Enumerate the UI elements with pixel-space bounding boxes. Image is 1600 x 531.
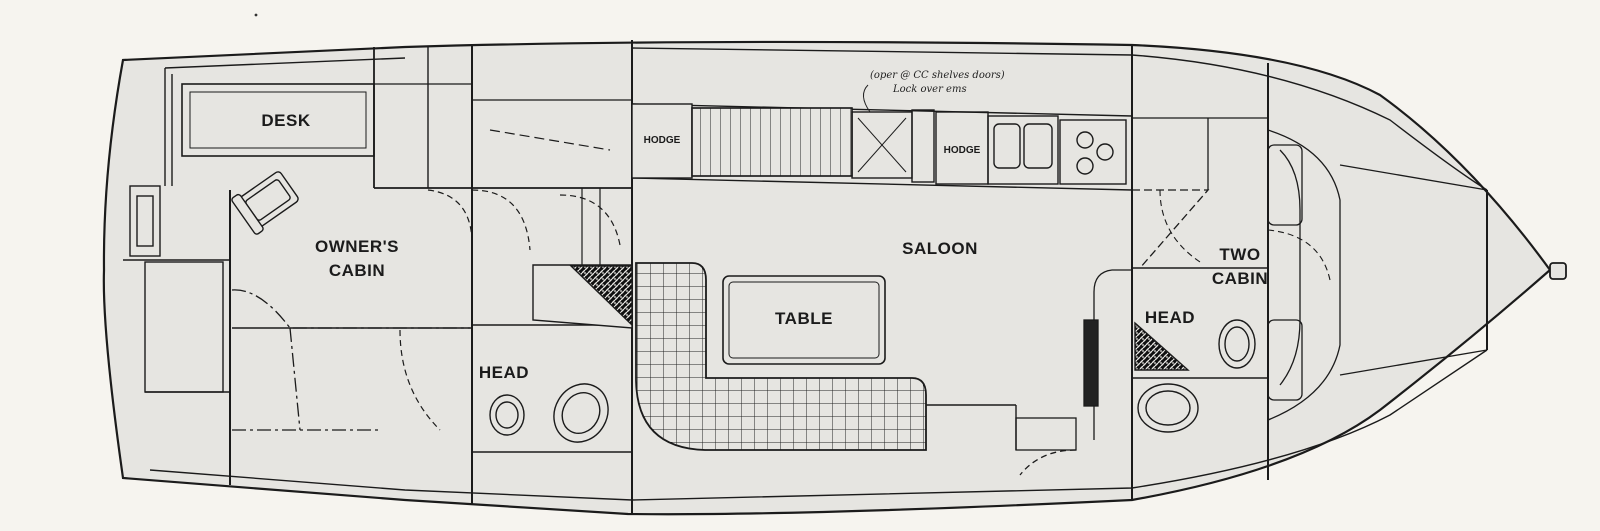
two-cabin-label-line1: TWO [1219,245,1260,264]
saloon-table: TABLE [722,275,886,365]
forward-saloon-fittings [1019,269,1132,476]
forward-cabin-fittings [1132,117,1341,421]
owners-cabin-label-line2: CABIN [329,261,385,280]
desk: DESK [181,83,375,157]
forward-head [1132,267,1268,433]
head-aft-label: HEAD [479,363,529,382]
hodge-label-galley: HODGE [944,145,981,156]
annotation-line1: (oper @ CC shelves doors) [870,70,1005,81]
saloon-label: SALOON [902,239,978,258]
saloon-settee [635,262,927,451]
aft-head [472,264,633,453]
desk-label: DESK [261,111,310,130]
bow-fitting [1549,262,1567,280]
annotation-arrow [863,84,871,113]
door-swings-fwd [1159,189,1331,281]
aft-passage [472,99,632,268]
galley-counter [631,103,1133,191]
table-label: TABLE [775,309,833,328]
stern-area [123,68,230,393]
owners-berth [231,289,470,431]
head-fwd-label: HEAD [1145,308,1195,327]
anchor-locker [1339,164,1488,376]
hodge-label-aft: HODGE [644,135,681,146]
stray-mark [254,13,258,17]
owners-cabin-label-line1: OWNER'S [315,237,399,256]
chair-icon [231,171,299,235]
two-cabin-label-line2: CABIN [1212,269,1268,288]
annotation-line2: Lock over ems [892,84,967,95]
inner-liner [149,47,1488,501]
